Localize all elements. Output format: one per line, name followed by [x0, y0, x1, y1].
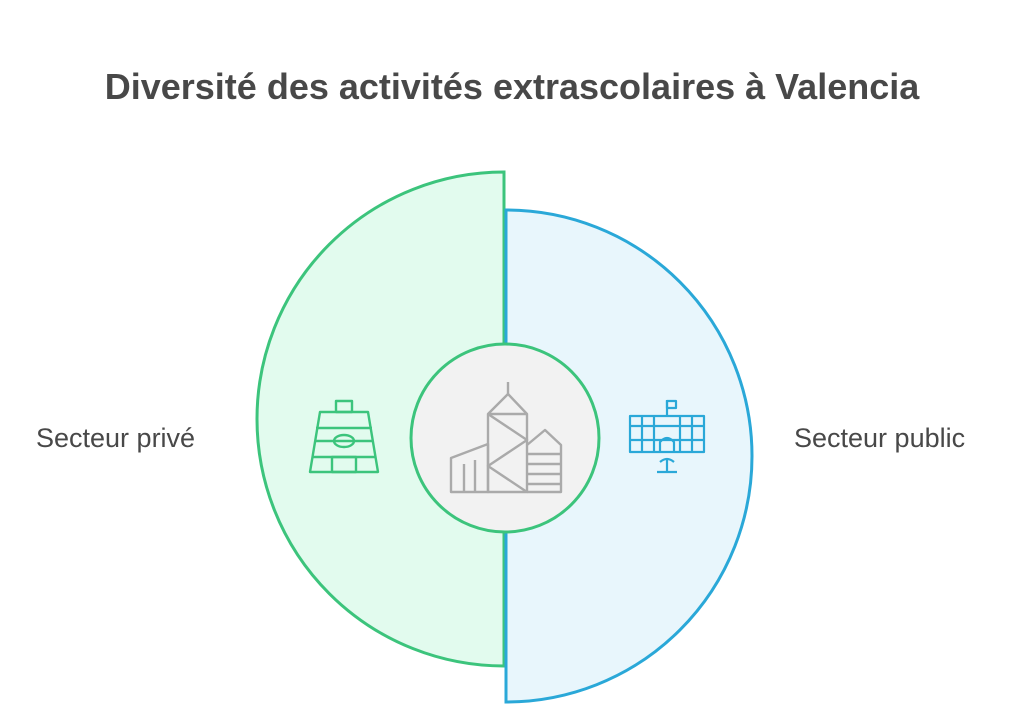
city-buildings-icon — [449, 382, 563, 494]
label-private-sector: Secteur privé — [36, 423, 196, 453]
center-circle — [409, 342, 601, 534]
city-hall-icon — [628, 399, 706, 474]
soccer-field-icon — [308, 399, 380, 474]
label-public-sector: Secteur public — [794, 423, 966, 453]
segment-private — [255, 170, 506, 668]
diagram-title: Diversité des activités extrascolaires à… — [104, 66, 920, 107]
segment-public — [504, 208, 754, 704]
